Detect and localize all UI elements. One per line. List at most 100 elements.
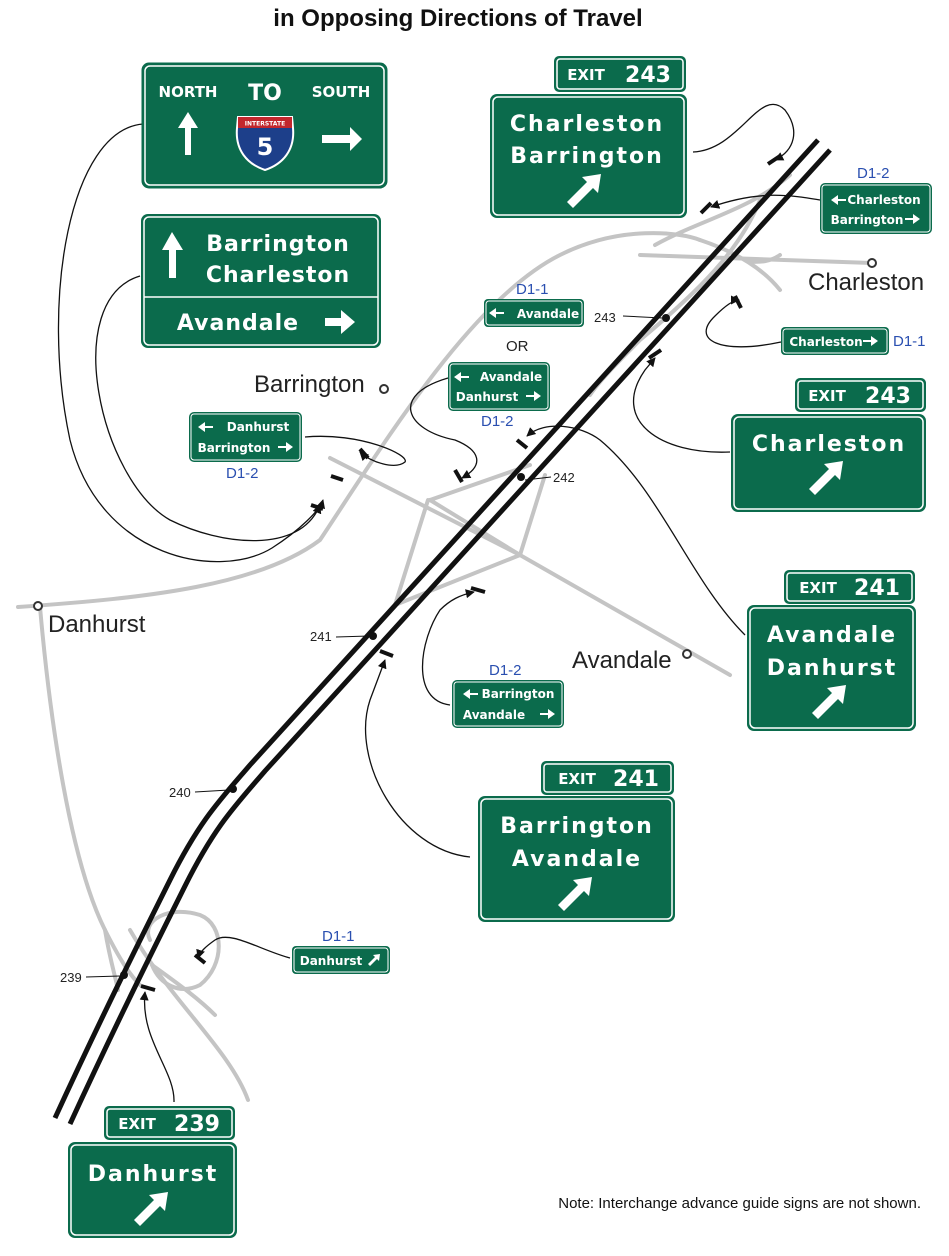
arrow-left-icon (454, 372, 469, 382)
route-north-label: NORTH (159, 83, 218, 101)
arrow-up-icon (178, 112, 198, 155)
arrow-right-icon (526, 391, 541, 401)
exit-sign-243-charleston: EXIT 243 Charleston (731, 378, 926, 512)
milepost-240: 240 (169, 785, 191, 800)
arrow-up-right-icon (812, 685, 846, 719)
svg-text:Danhurst: Danhurst (227, 420, 290, 434)
road-danhurst-south (38, 605, 142, 987)
arrow-right-icon (278, 442, 293, 452)
small-sign-avandale: Avandale (484, 299, 584, 327)
arrow-right-icon (905, 214, 920, 224)
svg-text:EXIT: EXIT (808, 387, 846, 405)
milepost-242-dot (517, 473, 525, 481)
entrance-line2: Charleston (206, 263, 350, 288)
svg-text:Barrington: Barrington (510, 144, 664, 169)
small-sign-danhurst: Danhurst (292, 946, 390, 974)
arrow-up-right-icon (368, 954, 380, 966)
marker-charleston (867, 258, 877, 268)
svg-text:EXIT: EXIT (558, 770, 596, 788)
code-d1-1-danhurst: D1-1 (322, 928, 355, 945)
arrow-up-icon (162, 232, 183, 278)
interstate-shield-icon: INTERSTATE 5 (235, 116, 295, 172)
entrance-line3: Avandale (177, 311, 299, 336)
arrow-left-icon (831, 195, 846, 205)
road-charleston (638, 253, 874, 265)
label-danhurst: Danhurst (48, 611, 146, 638)
ramp-242-inner (428, 498, 522, 557)
code-d1-2-avandale-danhurst: D1-2 (481, 413, 514, 430)
freeway-lane-west (52, 138, 820, 1120)
arrow-right-icon (863, 336, 878, 346)
arrow-right-icon (540, 709, 555, 719)
place-markers (33, 258, 877, 659)
ramp-242-ne (428, 463, 532, 502)
svg-text:Barrington: Barrington (482, 687, 555, 701)
arrow-left-icon (198, 422, 213, 432)
ramp-239-loop (146, 909, 221, 991)
ramp-239-east (150, 963, 217, 1017)
ramp-242-se (518, 473, 547, 557)
small-sign-charleston: Charleston (781, 327, 889, 355)
svg-text:EXIT: EXIT (118, 1115, 156, 1133)
arrow-right-icon (322, 127, 362, 151)
shield-number: 5 (257, 133, 274, 161)
exit-sign-241-barrington-avandale: EXIT 241 Barrington Avandale (478, 761, 675, 922)
leader-lines (57, 103, 821, 1103)
svg-text:EXIT: EXIT (799, 579, 837, 597)
svg-text:Barrington: Barrington (500, 814, 654, 839)
svg-text:241: 241 (854, 576, 900, 601)
svg-text:Danhurst: Danhurst (767, 656, 898, 681)
ramp-242-sw (393, 553, 522, 607)
label-charleston: Charleston (808, 269, 924, 296)
arrow-left-icon (463, 689, 478, 699)
arrow-right-icon (325, 310, 355, 334)
marker-avandale (682, 649, 692, 659)
code-d1-2-barrington-avandale: D1-2 (489, 662, 522, 679)
marker-danhurst (33, 601, 43, 611)
svg-text:Avandale: Avandale (480, 370, 542, 384)
milepost-239-dot (120, 971, 128, 979)
milepost-243-dot (662, 314, 670, 322)
local-roads (16, 173, 874, 1102)
svg-text:Danhurst: Danhurst (456, 390, 519, 404)
route-south-label: SOUTH (312, 83, 371, 101)
code-or: OR (506, 338, 529, 355)
arrow-up-right-icon (809, 461, 843, 495)
label-barrington: Barrington (254, 371, 365, 398)
svg-text:Avandale: Avandale (512, 847, 642, 872)
small-sign-danhurst-barrington: Danhurst Barrington (189, 412, 302, 462)
svg-text:243: 243 (625, 63, 671, 88)
road-danhurst-barrington (16, 231, 702, 609)
ramp-239-outer (128, 928, 250, 1102)
mileposts: 243 242 241 240 239 (60, 310, 670, 985)
small-sign-avandale-danhurst: Avandale Danhurst (448, 362, 550, 411)
milepost-242: 242 (553, 470, 575, 485)
exit-sign-241-avandale-danhurst: EXIT 241 Avandale Danhurst (747, 570, 916, 731)
svg-text:Danhurst: Danhurst (88, 1162, 219, 1187)
code-d1-1-avandale: D1-1 (516, 281, 549, 298)
arrow-up-right-icon (567, 174, 601, 208)
svg-text:Avandale: Avandale (767, 623, 897, 648)
code-d1-2-danhurst-barrington: D1-2 (226, 465, 259, 482)
svg-text:Avandale: Avandale (517, 307, 579, 321)
ramp-242-nw (393, 498, 430, 607)
svg-text:Danhurst: Danhurst (300, 954, 363, 968)
svg-text:EXIT: EXIT (567, 66, 605, 84)
label-avandale: Avandale (572, 647, 672, 674)
svg-text:241: 241 (613, 767, 659, 792)
milepost-241: 241 (310, 629, 332, 644)
svg-text:Avandale: Avandale (463, 708, 525, 722)
arrow-up-right-icon (134, 1192, 168, 1226)
milepost-243: 243 (594, 310, 616, 325)
footnote: Note: Interchange advance guide signs ar… (558, 1195, 921, 1212)
entrance-line1: Barrington (206, 232, 350, 257)
svg-text:243: 243 (865, 384, 911, 409)
ramp-243-d (748, 253, 782, 264)
shield-label: INTERSTATE (245, 121, 285, 128)
svg-text:239: 239 (174, 1112, 220, 1137)
svg-text:Charleston: Charleston (789, 335, 862, 349)
code-d1-1-charleston: D1-1 (893, 333, 926, 350)
svg-text:Barrington: Barrington (198, 441, 271, 455)
svg-text:Charleston: Charleston (752, 432, 906, 457)
exit-sign-239-danhurst: EXIT 239 Danhurst (68, 1106, 237, 1238)
